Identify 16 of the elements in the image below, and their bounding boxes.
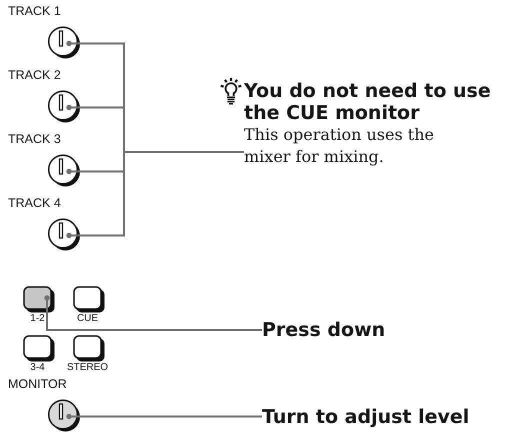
panel-label: TRACK 4 xyxy=(8,196,61,210)
instruction-text: Press down xyxy=(262,319,386,341)
panel-label: TRACK 2 xyxy=(8,68,61,82)
panel-label: 1-2 xyxy=(30,313,45,325)
panel-label: TRACK 1 xyxy=(8,4,61,18)
leader-line xyxy=(46,313,262,331)
instruction-text: Turn to adjust level xyxy=(262,406,470,428)
panel-label: STEREO xyxy=(66,362,108,374)
panel-label: MONITOR xyxy=(8,377,67,391)
tip-heading: You do not need to use the CUE monitor xyxy=(244,80,492,124)
panel-label: TRACK 3 xyxy=(8,132,61,146)
leader-line xyxy=(82,416,262,418)
tip-text: This operation uses the mixer for mixing. xyxy=(244,124,435,168)
panel-label: CUE xyxy=(76,313,98,325)
panel-label: 3-4 xyxy=(30,362,45,374)
leader-line xyxy=(82,151,244,236)
